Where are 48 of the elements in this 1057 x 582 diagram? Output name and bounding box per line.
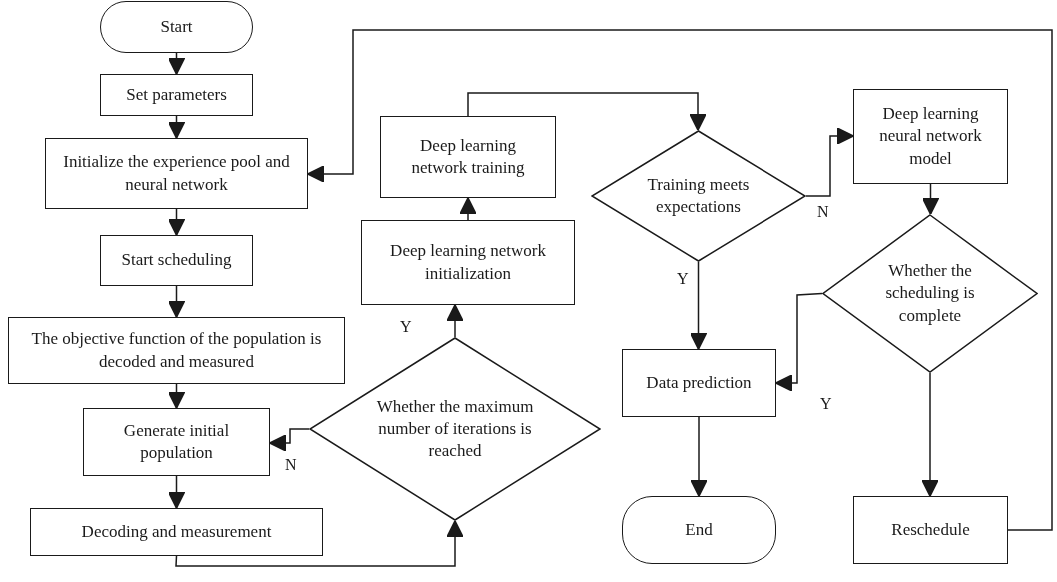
process-box	[853, 89, 1008, 184]
process-box	[853, 496, 1008, 564]
arrow	[805, 127, 854, 197]
node-label: Whether the scheduling is complete	[884, 260, 976, 327]
node-label: Training meets expectations	[646, 173, 751, 218]
node-label: Set parameters	[125, 83, 228, 106]
node-label: Start	[159, 15, 194, 38]
arrow	[167, 208, 186, 236]
process-box	[83, 408, 270, 476]
process-box	[30, 508, 323, 556]
arrow	[775, 292, 823, 392]
node-label: Start scheduling	[120, 249, 233, 272]
process-box	[45, 138, 308, 209]
node-label: Whether the maximum number of iterations is reached	[375, 395, 535, 463]
node-label: Data prediction	[645, 371, 753, 394]
process-box	[100, 235, 253, 286]
process-box	[100, 74, 253, 116]
node-label: Deep learning neural network model	[878, 103, 983, 170]
node-label: The objective function of the population is decoded and measured	[30, 328, 323, 373]
arrow	[269, 428, 310, 452]
arrow	[921, 183, 940, 215]
process-box	[380, 116, 556, 198]
arrow	[167, 115, 186, 139]
arrow	[467, 92, 707, 131]
terminal-shape	[100, 1, 253, 53]
arrow	[167, 383, 186, 409]
arrow	[167, 475, 186, 509]
arrow	[175, 520, 464, 567]
decision-diamond	[591, 130, 806, 262]
arrow	[690, 416, 708, 497]
arrow	[446, 304, 464, 338]
node-label: Deep learning network training	[410, 134, 526, 179]
process-box	[8, 317, 345, 384]
arrow	[459, 197, 477, 221]
node-label: End	[684, 518, 714, 541]
node-label: Initialize the experience pool and neural network	[62, 151, 291, 196]
node-label: Deep learning network initialization	[389, 240, 547, 285]
process-box	[361, 220, 575, 305]
node-label: Reschedule	[890, 518, 971, 541]
arrow	[167, 285, 186, 318]
arrow	[167, 52, 186, 75]
node-label: Generate initial population	[122, 419, 231, 464]
process-box	[622, 349, 776, 417]
node-label: Decoding and measurement	[80, 520, 273, 543]
arrow	[689, 261, 708, 350]
arrow	[307, 29, 1053, 531]
terminal-shape	[622, 496, 776, 564]
arrow	[921, 372, 939, 497]
